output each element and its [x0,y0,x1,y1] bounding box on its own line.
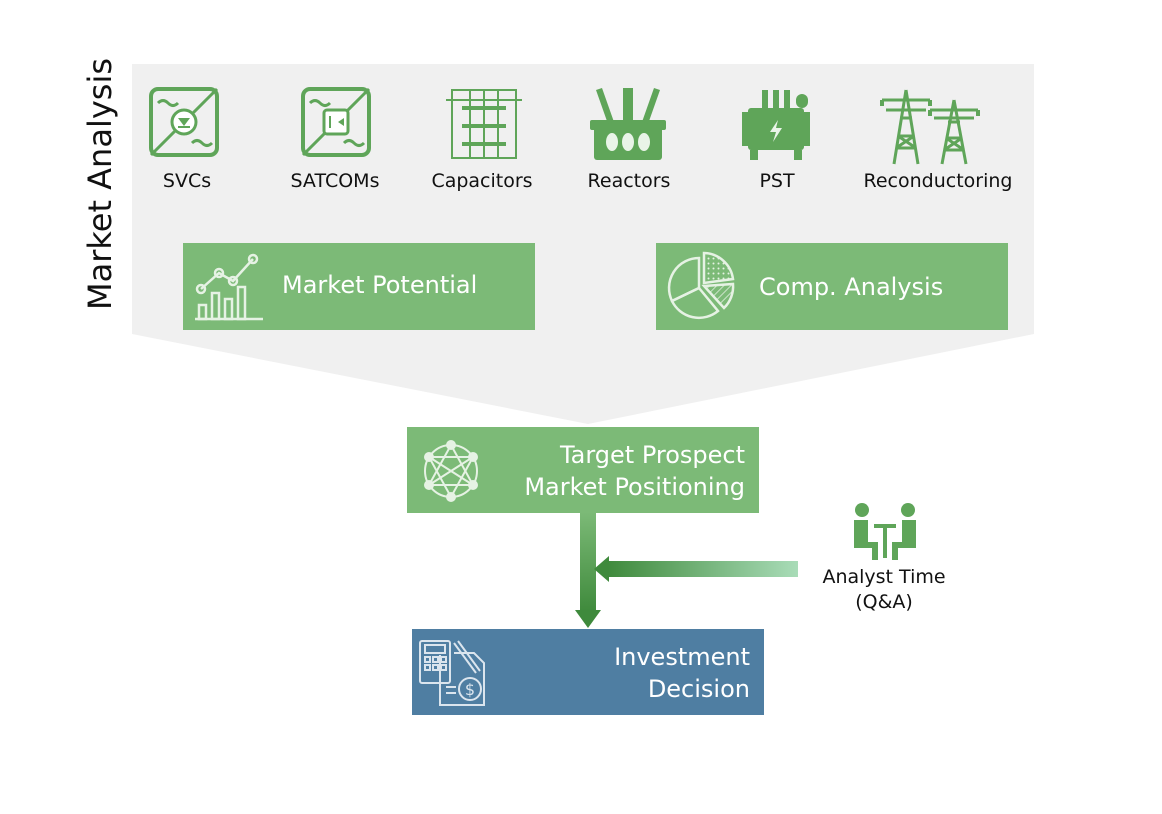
target-prospect-line1: Target Prospect [559,441,745,469]
growth-chart-icon [195,253,263,321]
section-title: Market Analysis [81,57,119,310]
analyst-time-line2: (Q&A) [855,591,913,613]
tech-label-pst: PST [759,170,795,192]
pie-chart-icon [667,251,735,320]
svg-text:$: $ [465,680,475,699]
capacitor-bank-icon [446,86,522,166]
comp-analysis-label: Comp. Analysis [759,273,944,301]
target-prospect-line2: Market Positioning [524,473,745,501]
market-potential-label: Market Potential [282,271,478,299]
analyst-time-label: Analyst Time (Q&A) [812,565,956,615]
market-potential-box: Market Potential [183,243,535,330]
comp-analysis-box: Comp. Analysis [656,243,1008,330]
target-prospect-box: Target Prospect Market Positioning [407,427,759,513]
tech-label-reactors: Reactors [587,170,671,192]
svc-icon [148,86,220,162]
transmission-tower-icon [878,86,982,170]
investment-decision-line2: Decision [647,675,750,703]
tech-label-satcoms: SATCOMs [290,170,380,192]
tech-label-svcs: SVCs [162,170,212,192]
network-icon [424,440,478,502]
reactor-icon [588,86,668,166]
investment-decision-line1: Investment [614,643,750,671]
analyst-time-line1: Analyst Time [822,566,946,588]
calculator-document-icon: $ [419,640,485,706]
flow-arrow-down [575,512,601,628]
target-prospect-label: Target Prospect Market Positioning [524,439,745,503]
tech-label-reconductoring: Reconductoring [863,170,1013,192]
meeting-people-icon [854,503,916,560]
tech-label-capacitors: Capacitors [431,170,533,192]
transformer-icon [740,86,812,166]
flow-arrow-left [594,556,798,582]
statcom-icon [300,86,372,162]
investment-decision-label: Investment Decision [614,641,750,705]
investment-decision-box: $ Investment Decision [412,629,764,715]
